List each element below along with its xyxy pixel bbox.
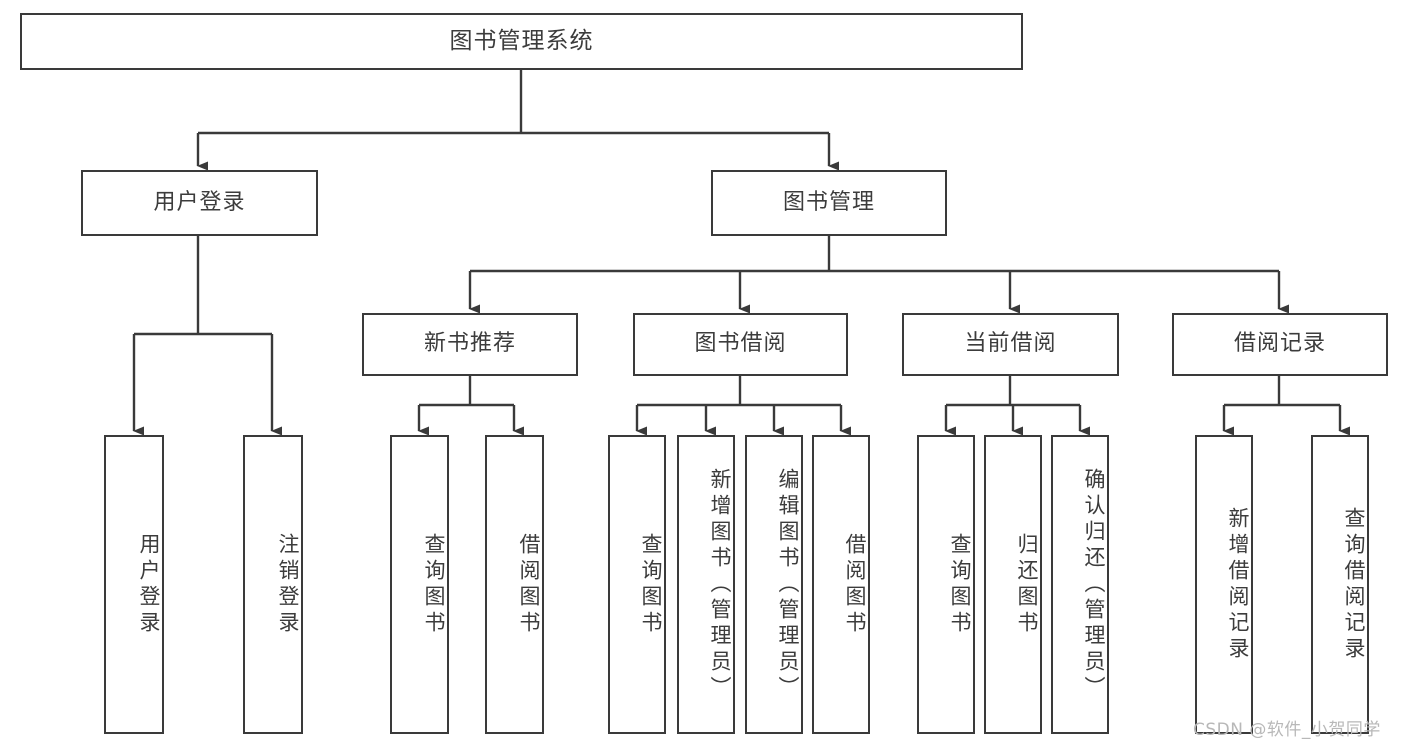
node-new-book-recommend[interactable]: 新书推荐: [362, 313, 578, 376]
leaf-current-borrow-confirm-return[interactable]: 确认归还（管理员）: [1051, 435, 1109, 734]
node-label: 当前借阅: [964, 331, 1057, 357]
leaf-user-login-signout[interactable]: 注销登录: [243, 435, 303, 734]
leaf-book-borrow-lend[interactable]: 借阅图书: [812, 435, 870, 734]
leaf-user-login-signin[interactable]: 用户登录: [104, 435, 164, 734]
node-label: 借阅图书: [517, 532, 541, 637]
leaf-book-borrow-edit[interactable]: 编辑图书（管理员）: [745, 435, 803, 734]
node-current-borrow[interactable]: 当前借阅: [902, 313, 1119, 376]
node-label: 图书管理: [782, 189, 875, 215]
node-label: 归还图书: [1015, 532, 1039, 637]
leaf-borrow-record-query[interactable]: 查询借阅记录: [1311, 435, 1369, 734]
node-book-management[interactable]: 图书管理: [711, 170, 947, 236]
leaf-current-borrow-query[interactable]: 查询图书: [917, 435, 975, 734]
node-label: 查询借阅记录: [1342, 506, 1366, 663]
node-label: 图书借阅: [694, 331, 787, 357]
node-borrow-record[interactable]: 借阅记录: [1172, 313, 1388, 376]
node-label: 新增图书（管理员）: [708, 467, 732, 702]
leaf-current-borrow-return[interactable]: 归还图书: [984, 435, 1042, 734]
node-user-login[interactable]: 用户登录: [81, 170, 318, 236]
leaf-book-borrow-add[interactable]: 新增图书（管理员）: [677, 435, 735, 734]
node-label: 查询图书: [948, 532, 972, 637]
node-label: 确认归还（管理员）: [1082, 467, 1106, 702]
node-label: 借阅记录: [1233, 331, 1326, 357]
leaf-new-book-query[interactable]: 查询图书: [390, 435, 449, 734]
node-label: 新书推荐: [423, 331, 516, 357]
node-label: 编辑图书（管理员）: [776, 467, 800, 702]
node-book-borrow[interactable]: 图书借阅: [633, 313, 848, 376]
node-label: 用户登录: [137, 532, 161, 637]
leaf-borrow-record-add[interactable]: 新增借阅记录: [1195, 435, 1253, 734]
node-label: 借阅图书: [843, 532, 867, 637]
node-label: 注销登录: [276, 532, 300, 637]
node-label: 查询图书: [422, 532, 446, 637]
leaf-new-book-borrow[interactable]: 借阅图书: [485, 435, 544, 734]
node-label: 图书管理系统: [449, 27, 594, 54]
node-root-system[interactable]: 图书管理系统: [20, 13, 1023, 70]
node-label: 查询图书: [639, 532, 663, 637]
leaf-book-borrow-query[interactable]: 查询图书: [608, 435, 666, 734]
node-label: 用户登录: [153, 189, 246, 215]
node-label: 新增借阅记录: [1226, 506, 1250, 663]
